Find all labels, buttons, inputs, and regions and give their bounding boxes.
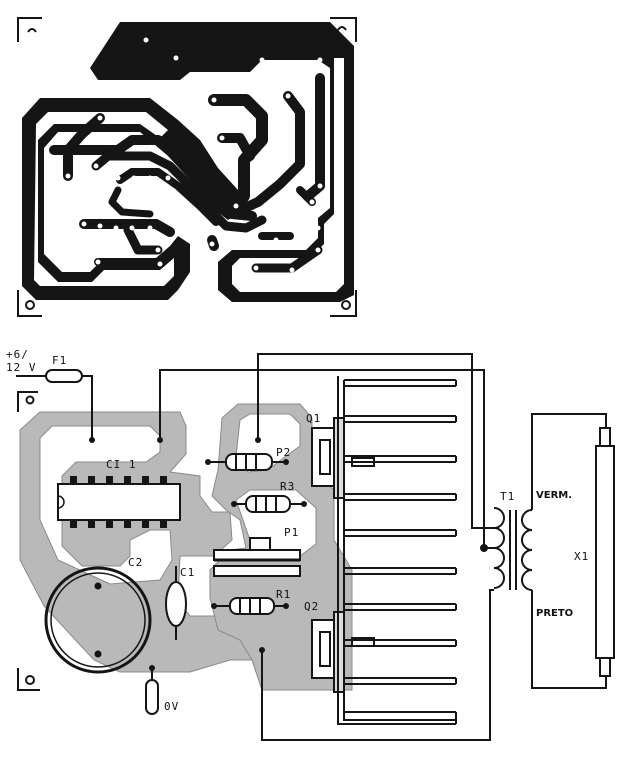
pad-holes (65, 37, 337, 273)
c2-label: C2 (128, 556, 143, 569)
corner-marks-bottom (17, 391, 40, 691)
resistor-p2 (206, 453, 286, 471)
p1-label: P1 (284, 526, 299, 539)
transformer-label: T1 (500, 490, 515, 503)
supply-label: +6/ (6, 348, 29, 361)
ic-ci1 (57, 476, 181, 528)
supply-label-2: 12 V (6, 361, 37, 374)
potentiometer-p1 (213, 537, 301, 577)
c2-capacitor (44, 566, 152, 674)
ground-label: 0V (164, 700, 179, 713)
c1-label: C1 (180, 566, 195, 579)
ic-label: CI 1 (106, 458, 137, 471)
red-wire-label: VERM. (536, 490, 572, 501)
ground-lead (145, 679, 159, 715)
lamp-x1 (595, 427, 615, 677)
heatsink (337, 376, 457, 725)
q2-label: Q2 (304, 600, 319, 613)
resistor-r1 (212, 597, 286, 615)
copper-layout (17, 17, 357, 317)
black-wire-label: PRETO (536, 608, 573, 619)
p2-label: P2 (276, 446, 291, 459)
q1-label: Q1 (306, 412, 321, 425)
corner-marks (17, 17, 357, 317)
transformer-t1 (480, 413, 607, 689)
resistor-r3 (232, 495, 304, 513)
c1-capacitor (165, 566, 187, 640)
fuse-f1 (45, 369, 83, 383)
labels: +6/ 12 V F1 CI 1 C2 C1 P2 R3 P1 R1 Q1 Q2… (6, 348, 589, 713)
board-pads (89, 437, 307, 671)
fuse-label: F1 (52, 354, 67, 367)
trace-left-loop (22, 98, 244, 300)
r3-label: R3 (280, 480, 295, 493)
lamp-label: X1 (574, 550, 589, 563)
r1-label: R1 (276, 588, 291, 601)
component-layout (16, 353, 615, 741)
